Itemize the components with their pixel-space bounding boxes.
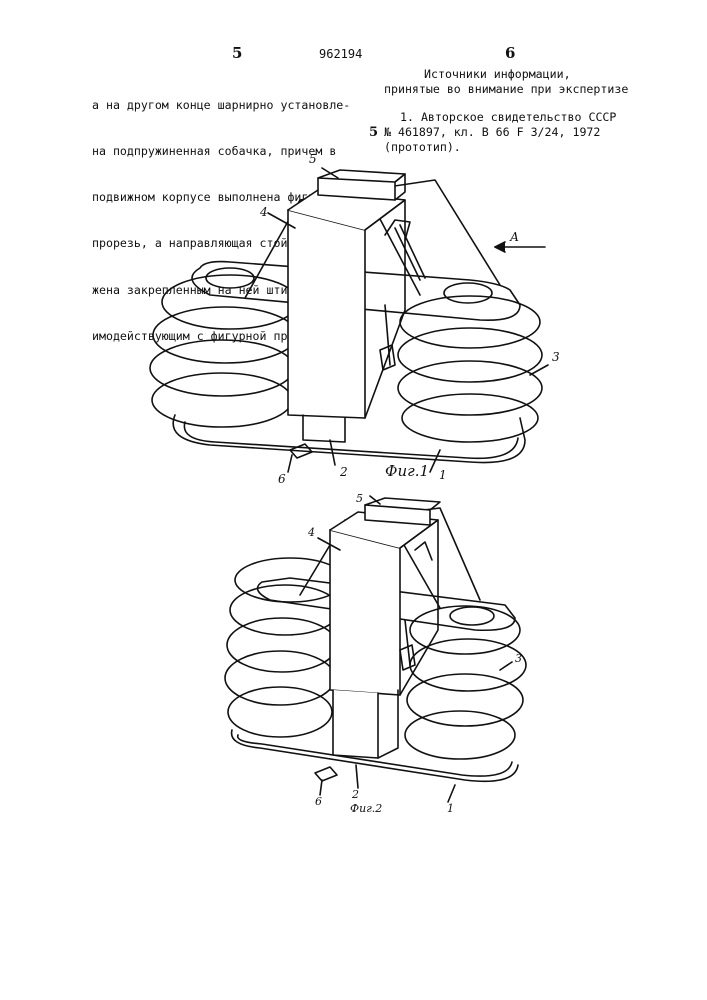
margin-line-number: 5 — [369, 125, 378, 140]
reference-line: 1. Авторское свидетельство СССР — [400, 110, 616, 125]
reference-line: № 461897, кл. В 66 F 3/24, 1972 — [384, 125, 600, 140]
figure-1-caption: Фиг.1 — [385, 462, 429, 480]
page-number-right: 6 — [505, 44, 515, 62]
label-4: 4 — [260, 205, 268, 219]
figure-2-caption: Фиг.2 — [350, 802, 382, 815]
text-line: а на другом конце шарнирно установле- — [92, 98, 350, 113]
label-4: 4 — [308, 526, 315, 539]
label-6: 6 — [315, 795, 322, 808]
label-3: 3 — [552, 350, 560, 364]
label-2: 2 — [352, 788, 359, 801]
label-3: 3 — [515, 652, 522, 665]
figure-2-drawing — [0, 490, 707, 830]
sources-heading-2: принятые во внимание при экспертизе — [384, 82, 628, 97]
label-5: 5 — [356, 492, 363, 505]
label-1: 1 — [439, 468, 447, 482]
patent-number: 962194 — [319, 47, 362, 61]
label-1: 1 — [447, 802, 454, 815]
label-2: 2 — [340, 465, 348, 479]
figure-1-drawing — [0, 150, 707, 490]
figure-1: 5 4 А 3 1 2 6 Фиг.1 — [0, 150, 707, 490]
sources-heading-1: Источники информации, — [424, 67, 571, 82]
label-6: 6 — [278, 472, 286, 486]
page-number-left: 5 — [232, 44, 242, 62]
label-arrow-a: А — [510, 230, 519, 244]
figure-2: 5 4 3 1 2 6 Фиг.2 — [0, 490, 707, 830]
label-5: 5 — [309, 152, 317, 166]
